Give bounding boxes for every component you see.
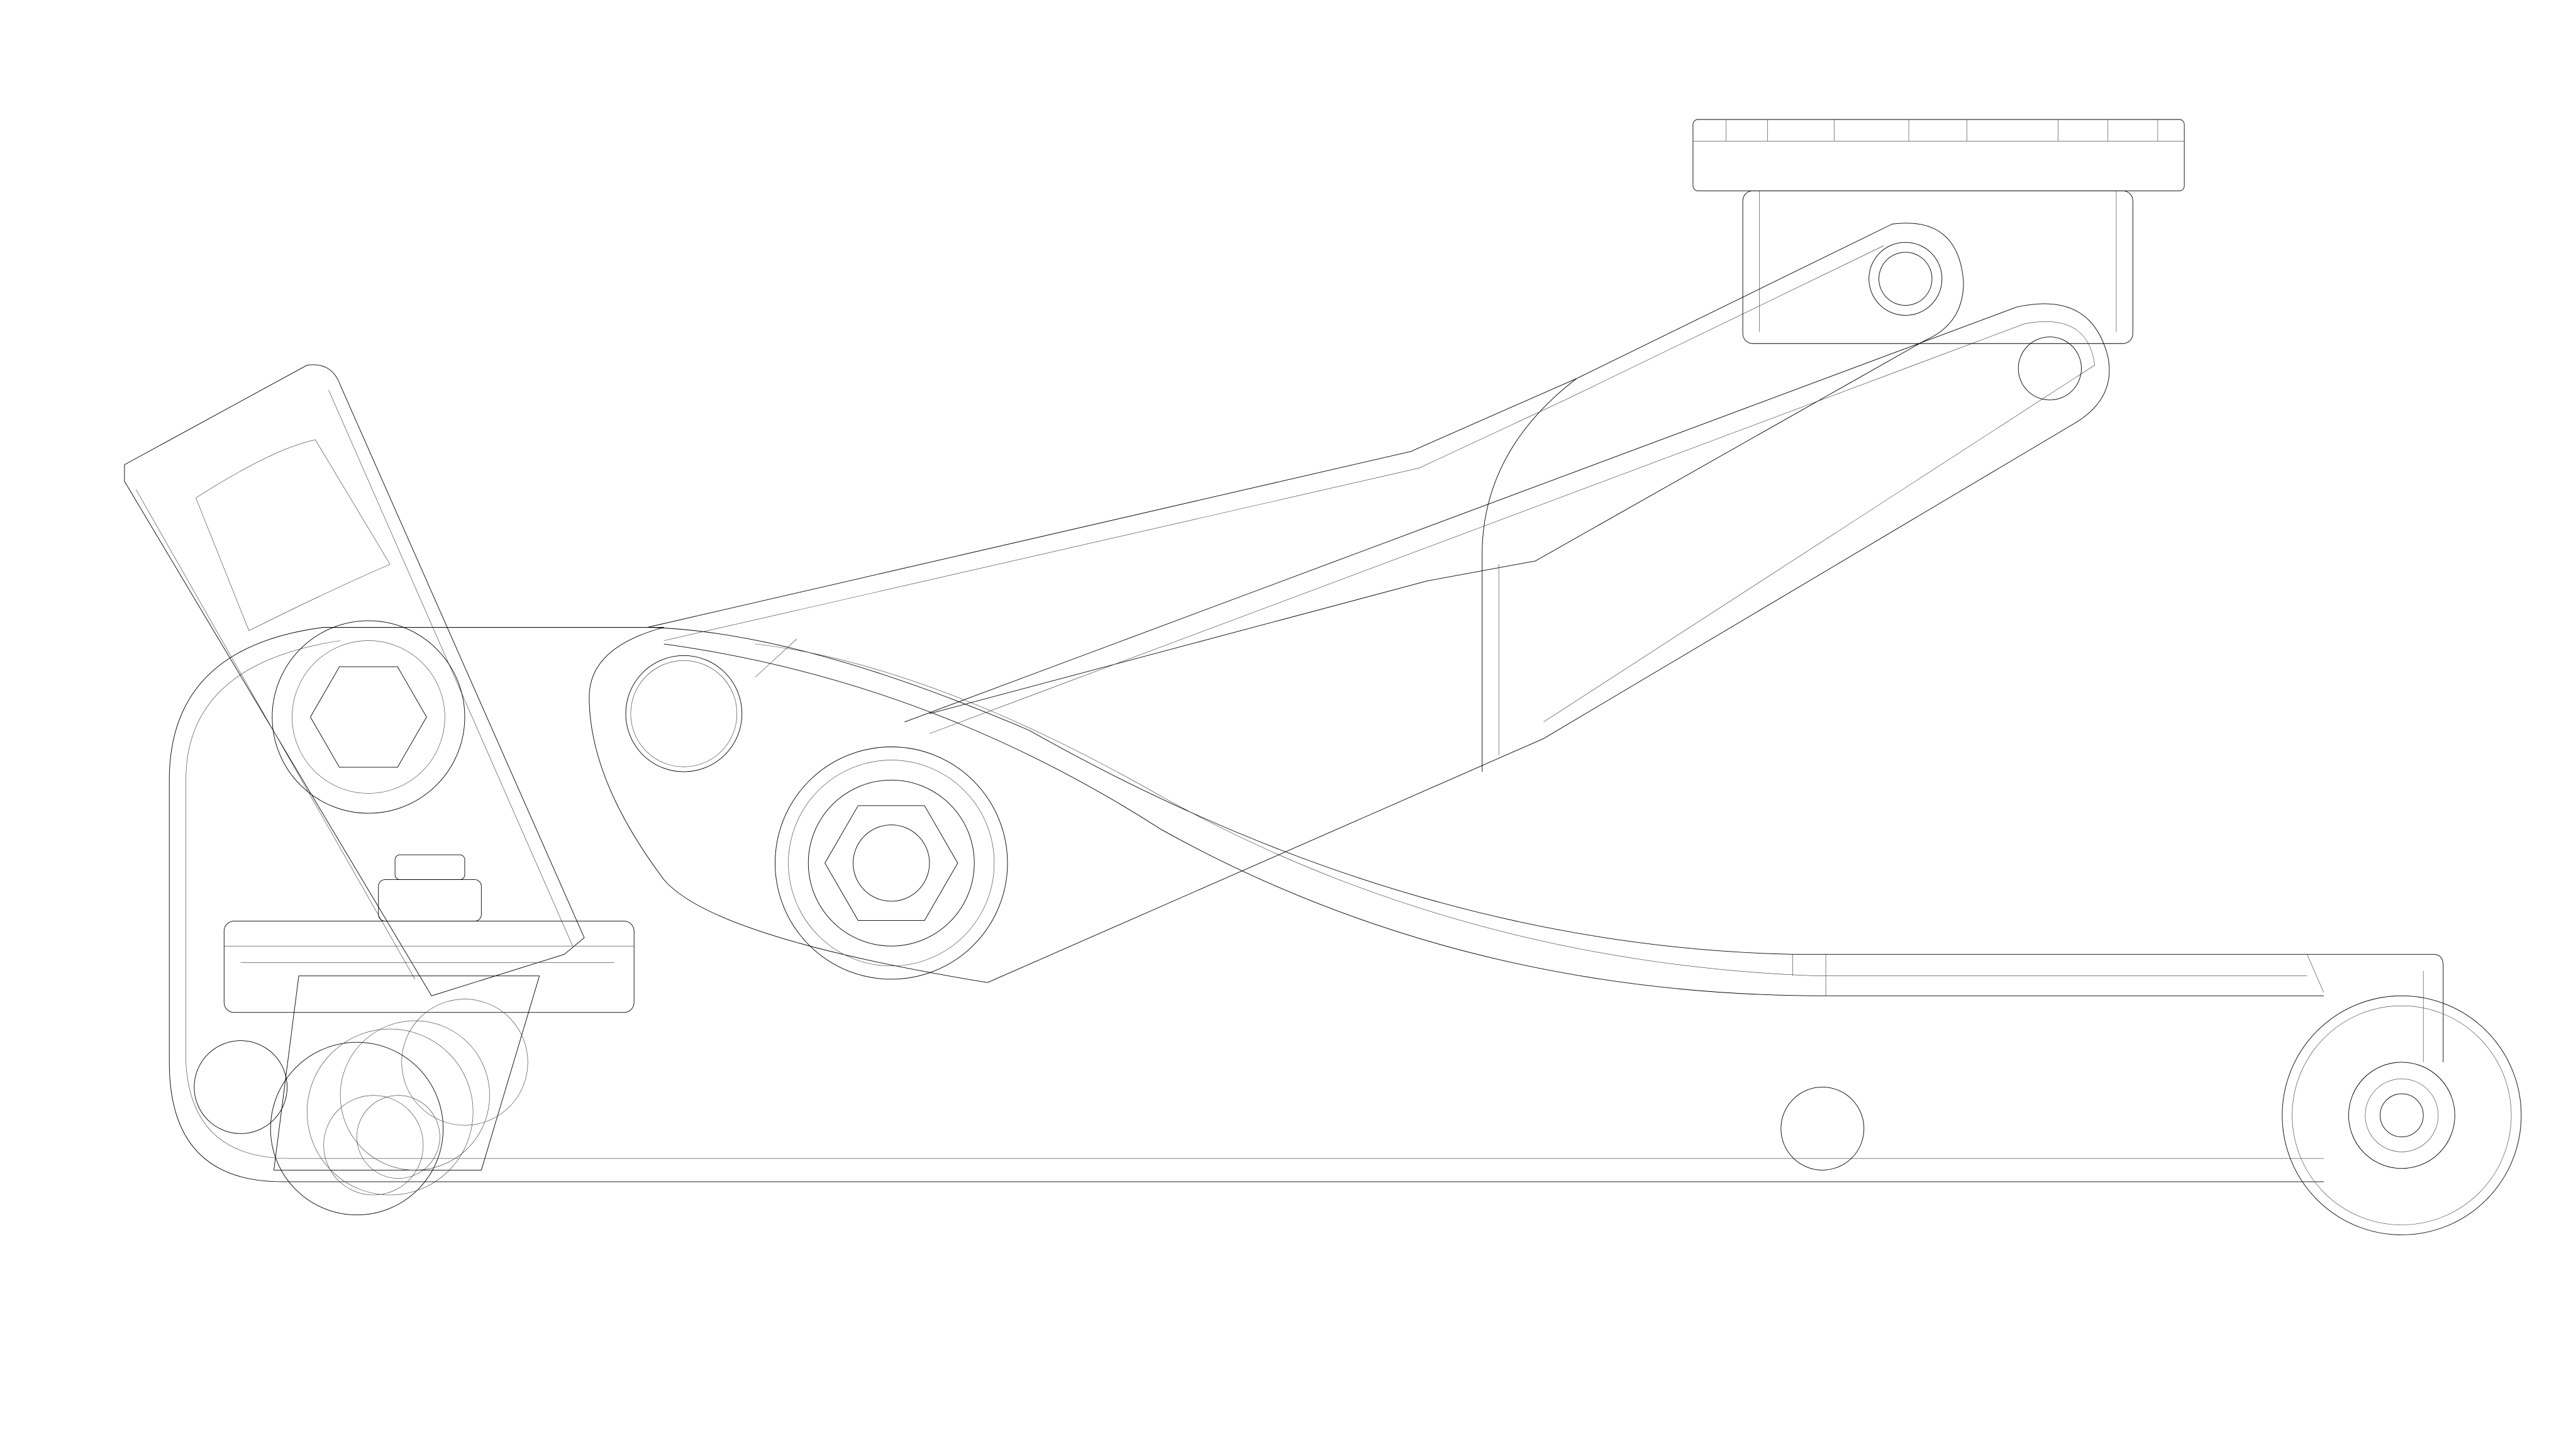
arm-pivot-hole-inner: [631, 660, 737, 767]
lower-link-arm: [904, 304, 2109, 982]
lift-arm: [647, 628, 2324, 996]
lower-arm-pivot: [2018, 337, 2081, 400]
main-hex-nut: [775, 747, 1007, 979]
front-wheel: [2282, 996, 2521, 1235]
rear-hex-bolt: [272, 621, 465, 813]
saddle: [1693, 119, 2184, 343]
handle-socket: [125, 365, 584, 996]
upper-arm-pivot-outer: [1869, 242, 1942, 315]
rear-caster-wheel: [194, 976, 540, 1215]
chassis-hole: [1781, 1087, 1864, 1170]
upper-link-arm: [647, 223, 1963, 772]
chassis-frame: [169, 628, 2443, 1182]
upper-arm-pivot-inner: [1879, 252, 1932, 305]
pump-bracket: [224, 855, 634, 1013]
arm-pivot-hole: [626, 655, 742, 772]
